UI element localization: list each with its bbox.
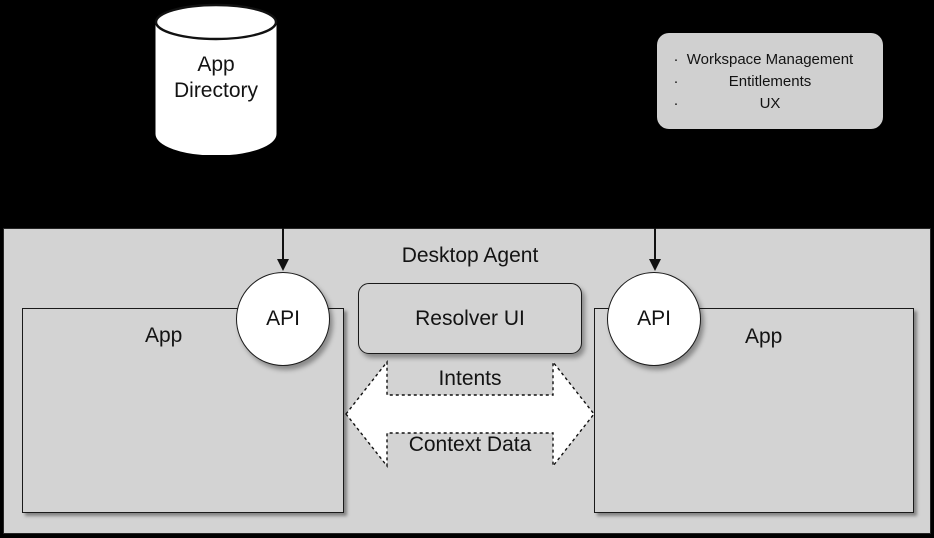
app-directory-label: App Directory (154, 52, 278, 104)
notes-box[interactable]: · Workspace Management · Entitlements · … (657, 33, 883, 129)
api-label-left: API (266, 307, 300, 330)
app-directory-cylinder[interactable] (154, 3, 278, 155)
note-text-1: Entitlements (728, 73, 812, 90)
app-directory-label-line1: App (197, 53, 235, 76)
resolver-ui-label: Resolver UI (415, 306, 525, 330)
intents-context-double-arrow: Intents Context Data (342, 356, 598, 472)
resolver-ui-box[interactable]: Resolver UI (358, 283, 582, 354)
api-circle-right[interactable]: API (607, 272, 701, 366)
bullet-icon: · (673, 73, 679, 90)
bullet-icon: · (673, 51, 679, 68)
app-label-left: App (145, 324, 183, 347)
note-text-2: UX (759, 95, 781, 112)
note-item-1: · Entitlements (657, 71, 883, 93)
arrow-label-context-data: Context Data (408, 433, 532, 456)
note-item-0: · Workspace Management (657, 49, 883, 71)
arrow-directory-to-api-left (275, 228, 291, 272)
app-directory-label-line2: Directory (173, 79, 258, 102)
desktop-agent-title: Desktop Agent (401, 244, 539, 267)
app-label-right: App (745, 325, 783, 348)
arrow-directory-to-api-right (647, 228, 663, 272)
bullet-icon: · (673, 95, 679, 112)
note-text-0: Workspace Management (686, 51, 854, 68)
api-circle-left[interactable]: API (236, 272, 330, 366)
api-label-right: API (637, 307, 671, 330)
note-item-2: · UX (657, 93, 883, 115)
arrow-label-intents: Intents (438, 367, 502, 390)
